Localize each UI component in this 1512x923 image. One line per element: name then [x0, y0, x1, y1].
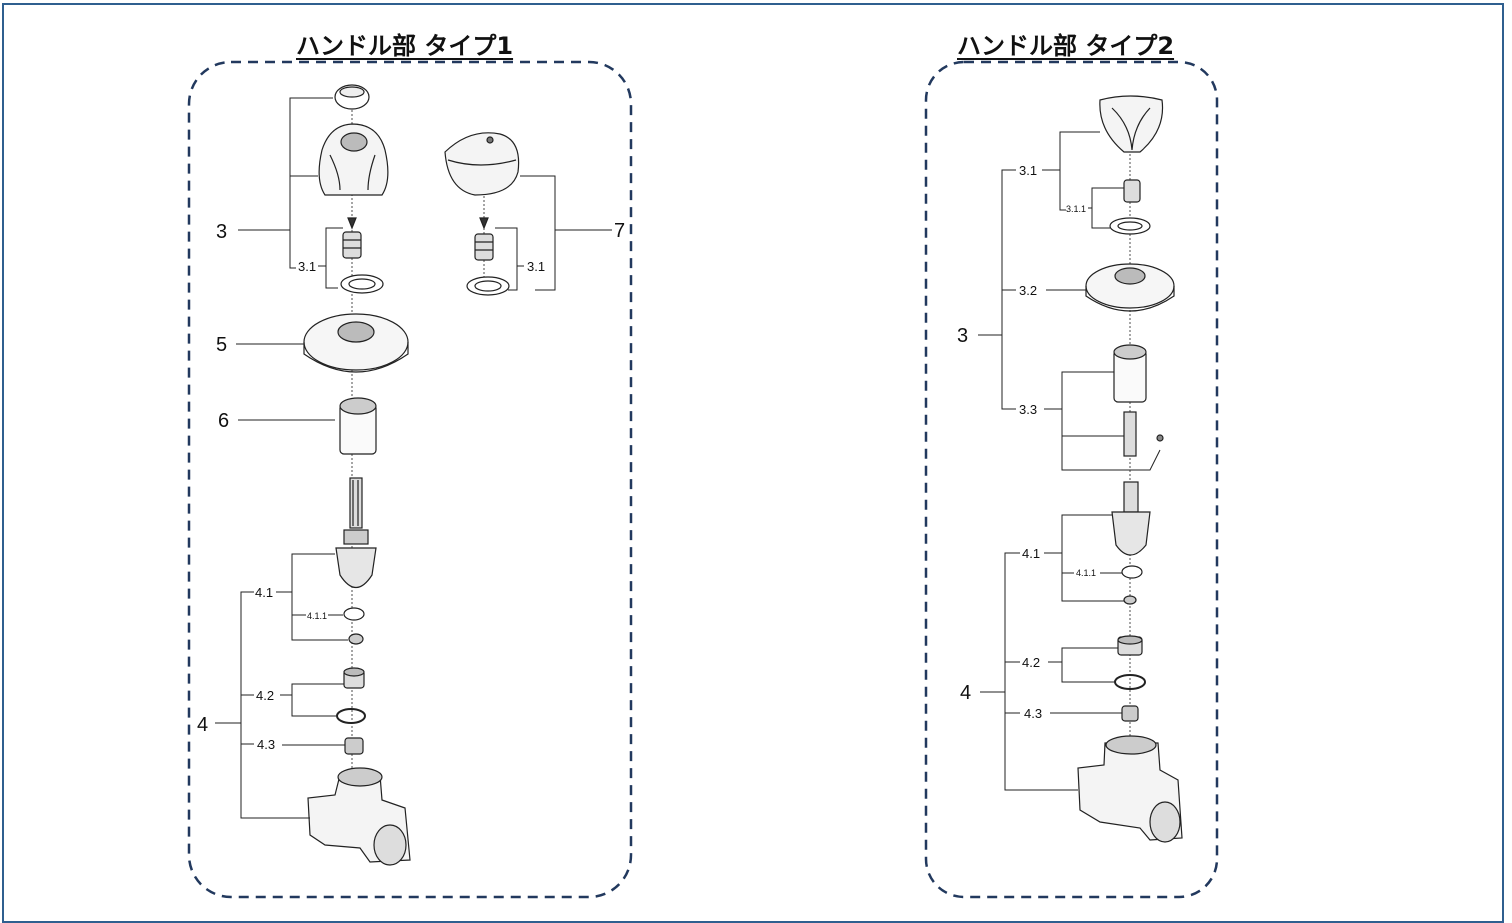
- spindle-part: [349, 477, 363, 529]
- label-3-1-right: 3.1: [527, 259, 545, 274]
- label-7: 7: [614, 220, 625, 242]
- type1-diagram: [303, 84, 520, 866]
- type2-label-3-3: 3.3: [1019, 402, 1037, 417]
- type1-dashed-box: [187, 60, 633, 899]
- label-4-2: 4.2: [256, 688, 274, 703]
- type2-labels: 3 3.1 3.1.1 3.2 3.3 4 4.1 4.1.1 4.2 4.3: [957, 163, 1096, 721]
- type1-labels: 3 5 6 7 4 3.1 3.1 4.1 4.1.1 4.2 4.3: [197, 220, 625, 752]
- handle7-part: [444, 132, 520, 196]
- type2-leaders: [978, 131, 1161, 791]
- type2-label-4-3: 4.3: [1024, 706, 1042, 721]
- type2-label-3: 3: [957, 325, 968, 347]
- type2-label-3-1-1: 3.1.1: [1066, 204, 1086, 214]
- label-5: 5: [216, 334, 227, 356]
- type2-dashed-box: [924, 60, 1219, 899]
- label-3: 3: [216, 221, 227, 243]
- handle-part: [318, 123, 389, 196]
- label-4-3: 4.3: [257, 737, 275, 752]
- label-4-1-1: 4.1.1: [307, 611, 327, 621]
- type2-label-3-2: 3.2: [1019, 283, 1037, 298]
- type2-label-3-1: 3.1: [1019, 163, 1037, 178]
- type2-handle-part: [1099, 95, 1164, 153]
- label-4: 4: [197, 714, 208, 736]
- type1-title: ハンドル部 タイプ1: [296, 32, 514, 60]
- type2-label-4-1-1: 4.1.1: [1076, 568, 1096, 578]
- type2-title: ハンドル部 タイプ2: [957, 32, 1175, 60]
- type2-label-4: 4: [960, 682, 971, 704]
- type2-label-4-2: 4.2: [1022, 655, 1040, 670]
- type2-label-4-1: 4.1: [1022, 546, 1040, 561]
- type2-diagram: [1077, 95, 1183, 843]
- label-6: 6: [218, 410, 229, 432]
- type1-leaders: [215, 97, 612, 819]
- label-3-1-left: 3.1: [298, 259, 316, 274]
- insert-part: [342, 231, 362, 259]
- label-4-1: 4.1: [255, 585, 273, 600]
